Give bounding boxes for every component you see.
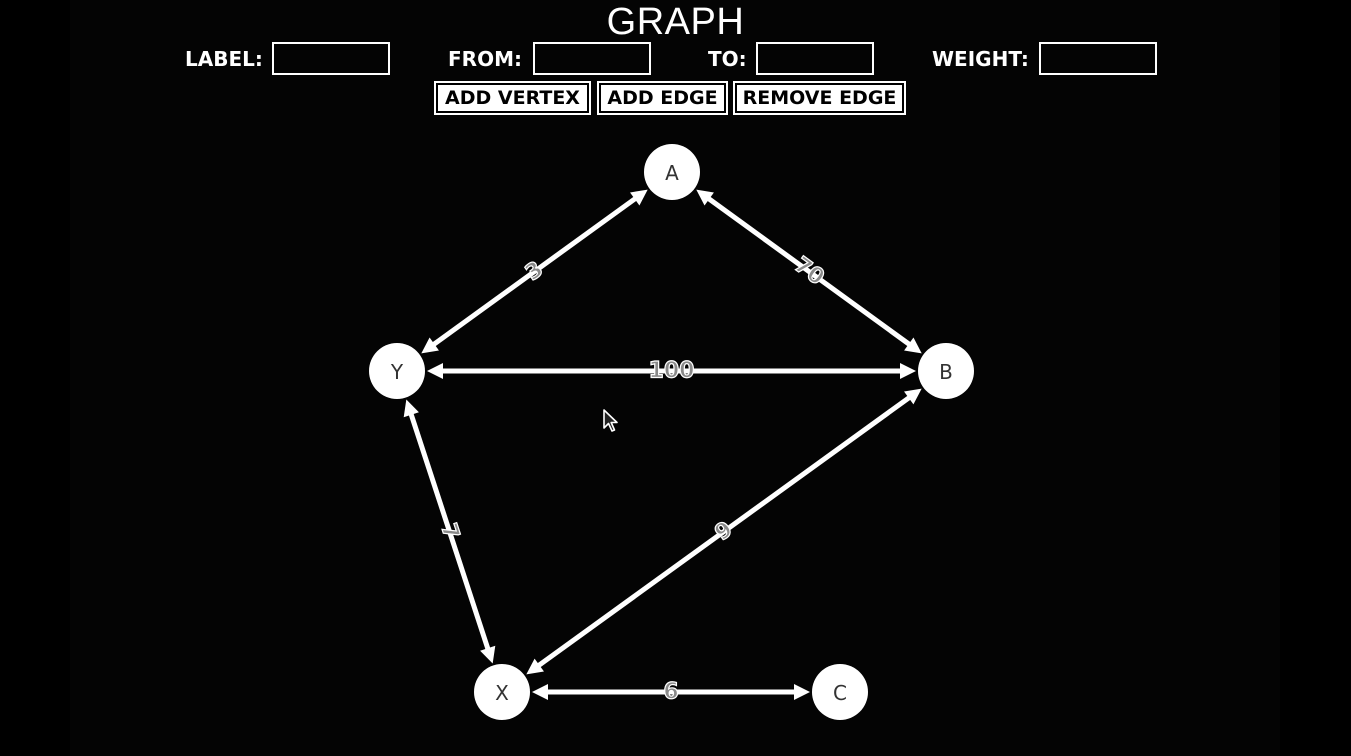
vertex-b-label: B: [939, 360, 953, 384]
remove-edge-button[interactable]: REMOVE EDGE: [733, 81, 906, 115]
to-field-caption: TO:: [708, 47, 747, 71]
vertex-c-label: C: [833, 681, 847, 705]
edge-a-y-arrowhead-end: [421, 337, 439, 354]
vertex-y[interactable]: Y: [369, 343, 425, 399]
edge-y-x-arrowhead-end: [480, 645, 496, 664]
vertex-b-circle: [918, 343, 974, 399]
mouse-pointer-icon: [603, 409, 618, 432]
edge-a-b-arrowhead-start: [696, 189, 714, 206]
edge-x-b[interactable]: 9: [526, 388, 922, 675]
edge-y-x-arrowhead-start: [403, 399, 419, 418]
vertex-b[interactable]: B: [918, 343, 974, 399]
from-input[interactable]: [533, 42, 651, 75]
graph-canvas: [70, 0, 1280, 756]
vertex-y-circle: [369, 343, 425, 399]
page-title: GRAPH: [606, 1, 745, 43]
edge-x-b-arrowhead-start: [526, 658, 544, 675]
add-vertex-button[interactable]: ADD VERTEX: [434, 81, 591, 115]
edge-y-x-weight: 7: [435, 520, 464, 542]
edge-y-x-line: [407, 410, 492, 653]
vertices-layer: A B Y X C: [369, 144, 974, 720]
edge-x-c-arrowhead-end: [794, 684, 810, 700]
edge-y-b-arrowhead-start: [427, 363, 443, 379]
edge-a-y[interactable]: 3: [421, 189, 648, 354]
edge-a-y-line: [429, 194, 640, 349]
vertex-y-label: Y: [390, 360, 404, 384]
vertex-c-circle: [812, 664, 868, 720]
vertex-c[interactable]: C: [812, 664, 868, 720]
edge-a-y-arrowhead-start: [630, 189, 648, 206]
edge-a-b-arrowhead-end: [904, 337, 922, 354]
add-edge-button[interactable]: ADD EDGE: [597, 81, 728, 115]
edges-layer: 3 70 100 7 9 6: [403, 189, 922, 705]
edge-x-c-weight: 6: [663, 680, 678, 705]
edge-y-x[interactable]: 7: [403, 399, 496, 664]
weight-input[interactable]: [1039, 42, 1157, 75]
edge-x-b-arrowhead-end: [904, 388, 922, 405]
edge-a-b-line: [704, 194, 914, 349]
weight-field-caption: WEIGHT:: [932, 47, 1029, 71]
vertex-a-circle: [644, 144, 700, 200]
edge-x-c[interactable]: 6: [532, 679, 810, 705]
to-input[interactable]: [756, 42, 874, 75]
vertex-x-label: X: [495, 681, 509, 705]
vertex-a-label: A: [665, 161, 679, 185]
edge-y-b-weight: 100: [649, 359, 695, 384]
edge-x-c-arrowhead-start: [532, 684, 548, 700]
label-input[interactable]: [272, 42, 390, 75]
from-field-caption: FROM:: [448, 47, 522, 71]
vertex-x-circle: [474, 664, 530, 720]
edge-y-b[interactable]: 100: [427, 358, 916, 384]
vertex-a[interactable]: A: [644, 144, 700, 200]
edge-a-y-weight: 3: [521, 257, 548, 286]
label-field-caption: LABEL:: [185, 47, 263, 71]
edge-x-b-weight: 9: [710, 517, 737, 546]
vertex-x[interactable]: X: [474, 664, 530, 720]
edge-a-b[interactable]: 70: [696, 189, 922, 354]
edge-a-b-weight: 70: [789, 252, 828, 290]
edge-x-b-line: [534, 393, 914, 670]
edge-y-b-arrowhead-end: [900, 363, 916, 379]
